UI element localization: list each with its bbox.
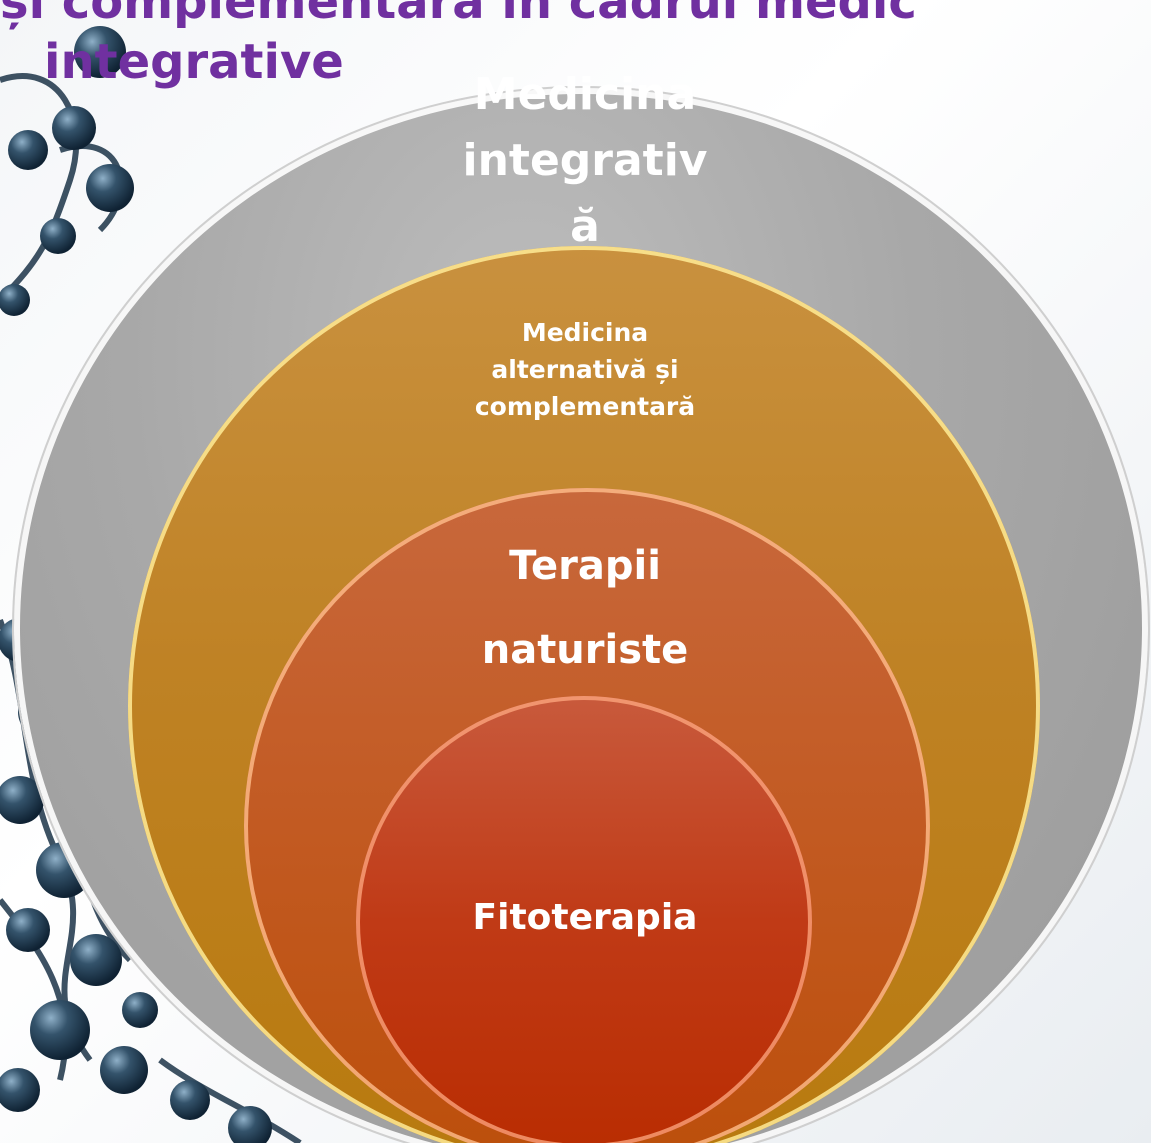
label-fitoterapia: Fitoterapia bbox=[420, 896, 750, 940]
label-line: complementară bbox=[474, 392, 696, 421]
title-line-2: integrative bbox=[44, 34, 344, 90]
label-line: alternativă și bbox=[491, 355, 679, 384]
label-line: Medicina bbox=[473, 69, 697, 120]
title-line-1: și complementară în cadrul medic bbox=[0, 0, 917, 30]
circle-fitoterapia bbox=[356, 696, 812, 1143]
label-terapii-naturiste: Terapii naturiste bbox=[420, 524, 750, 692]
label-medicina-integrativa: Medicina integrativ ă bbox=[440, 62, 730, 260]
label-line: naturiste bbox=[481, 627, 689, 673]
label-medicina-alternativa: Medicina alternativă și complementară bbox=[400, 314, 770, 425]
label-line: Fitoterapia bbox=[472, 897, 698, 938]
label-line: Medicina bbox=[521, 318, 649, 347]
label-line: Terapii bbox=[509, 543, 661, 589]
label-line: integrativ bbox=[462, 135, 708, 186]
label-line: ă bbox=[570, 201, 600, 252]
